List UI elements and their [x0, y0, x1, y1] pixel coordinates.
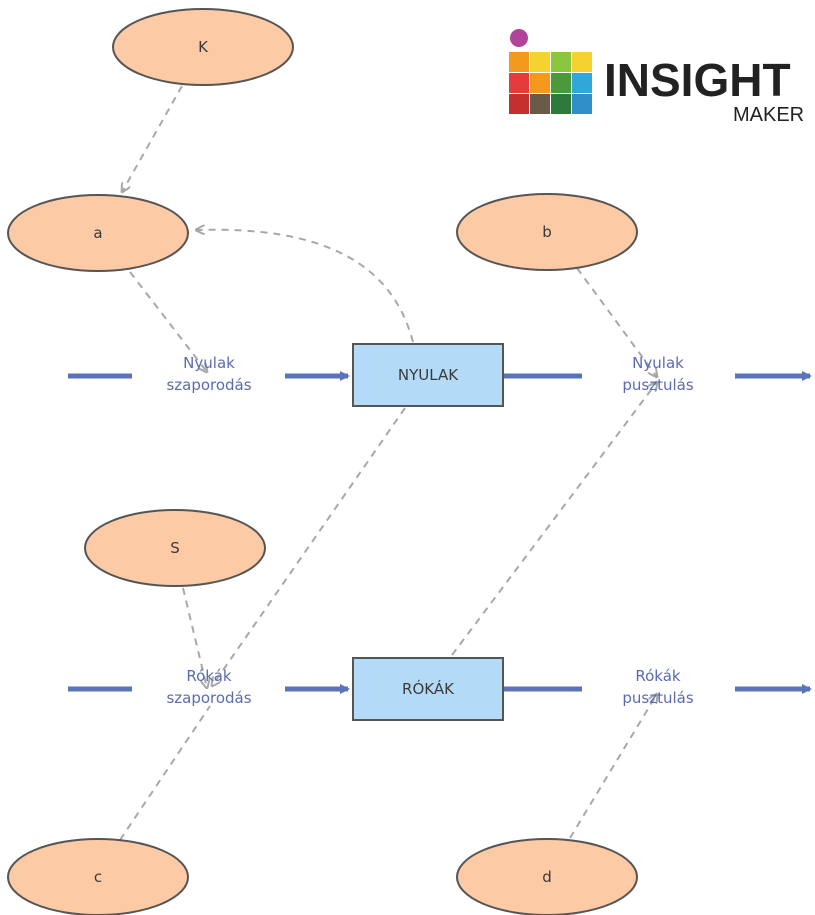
- logo-tile: [530, 52, 550, 72]
- flow-rokak-pusztulas-line1: Rókák: [635, 667, 681, 685]
- variable-a[interactable]: a: [7, 194, 189, 272]
- logo-tile: [551, 52, 571, 72]
- logo-tile: [572, 94, 592, 114]
- flow-rokak-pusztulas[interactable]: Rókák pusztulás: [622, 667, 693, 707]
- link-rokak-to-nyulak-pusztulas: [451, 382, 657, 656]
- stock-rokak-label: RÓKÁK: [402, 679, 455, 698]
- link-b-to-nyulak-pusztulas: [576, 267, 657, 377]
- logo-tile: [551, 94, 571, 114]
- flow-nyulak-szaporodas-line2: szaporodás: [166, 376, 251, 394]
- logo-tile: [530, 94, 550, 114]
- variable-c-label: c: [94, 868, 102, 886]
- variable-b-shape: [456, 193, 638, 271]
- variable-d-shape: [456, 838, 638, 915]
- flow-nyulak-szaporodas-line1: Nyulak: [183, 354, 235, 372]
- variable-d-label: d: [542, 868, 552, 886]
- flow-lines: [68, 371, 812, 694]
- stock-nyulak-box: [352, 343, 504, 407]
- stock-nyulak-label: NYULAK: [398, 366, 459, 384]
- logo-tile: [551, 73, 571, 93]
- flow-nyulak-pusztulas[interactable]: Nyulak pusztulás: [622, 354, 693, 394]
- variable-k[interactable]: K: [112, 8, 294, 86]
- logo-dot: [510, 29, 528, 47]
- variable-k-shape: [112, 8, 294, 86]
- link-nyulak-to-a: [196, 230, 414, 343]
- flow-rokak-szaporodas[interactable]: Rókák szaporodás: [166, 667, 251, 707]
- stock-nyulak[interactable]: NYULAK: [352, 343, 504, 407]
- flow-nyulak-pusztulas-line2: pusztulás: [622, 376, 693, 394]
- variable-b[interactable]: b: [456, 193, 638, 271]
- logo-tile: [509, 94, 529, 114]
- link-c-to-rokak-szaporodas: [119, 705, 211, 841]
- variable-a-shape: [7, 194, 189, 272]
- variable-s-shape: [84, 509, 266, 587]
- insight-maker-logo: INSIGHT MAKER: [509, 29, 804, 126]
- variable-c[interactable]: c: [7, 838, 189, 915]
- stock-rokak[interactable]: RÓKÁK: [352, 657, 504, 721]
- logo-tile: [572, 52, 592, 72]
- variable-c-shape: [7, 838, 189, 915]
- logo-tile: [509, 73, 529, 93]
- variable-d[interactable]: d: [456, 838, 638, 915]
- logo-name: INSIGHT: [604, 54, 791, 106]
- link-s-to-rokak-szaporodas: [182, 587, 207, 688]
- variable-k-label: K: [198, 38, 209, 56]
- variable-s[interactable]: S: [84, 509, 266, 587]
- link-a-to-nyulak-szaporodas: [129, 271, 207, 372]
- variable-s-label: S: [170, 539, 180, 557]
- logo-tile: [509, 52, 529, 72]
- logo-tile: [530, 73, 550, 93]
- flow-nyulak-szaporodas[interactable]: Nyulak szaporodás: [166, 354, 251, 394]
- variable-b-label: b: [542, 223, 552, 241]
- flow-rokak-szaporodas-line1: Rókák: [186, 667, 232, 685]
- logo-tile: [572, 73, 592, 93]
- flow-rokak-szaporodas-line2: szaporodás: [166, 689, 251, 707]
- stock-rokak-box: [352, 657, 504, 721]
- link-d-to-rokak-pusztulas: [569, 694, 657, 839]
- link-k-to-a: [122, 85, 183, 192]
- link-arrows: [119, 85, 657, 841]
- link-nyulak-to-rokak-szaporodas: [212, 407, 406, 686]
- flow-nyulak-pusztulas-line1: Nyulak: [632, 354, 684, 372]
- flow-rokak-pusztulas-line2: pusztulás: [622, 689, 693, 707]
- variable-a-label: a: [93, 224, 102, 242]
- logo-subname: MAKER: [733, 104, 804, 126]
